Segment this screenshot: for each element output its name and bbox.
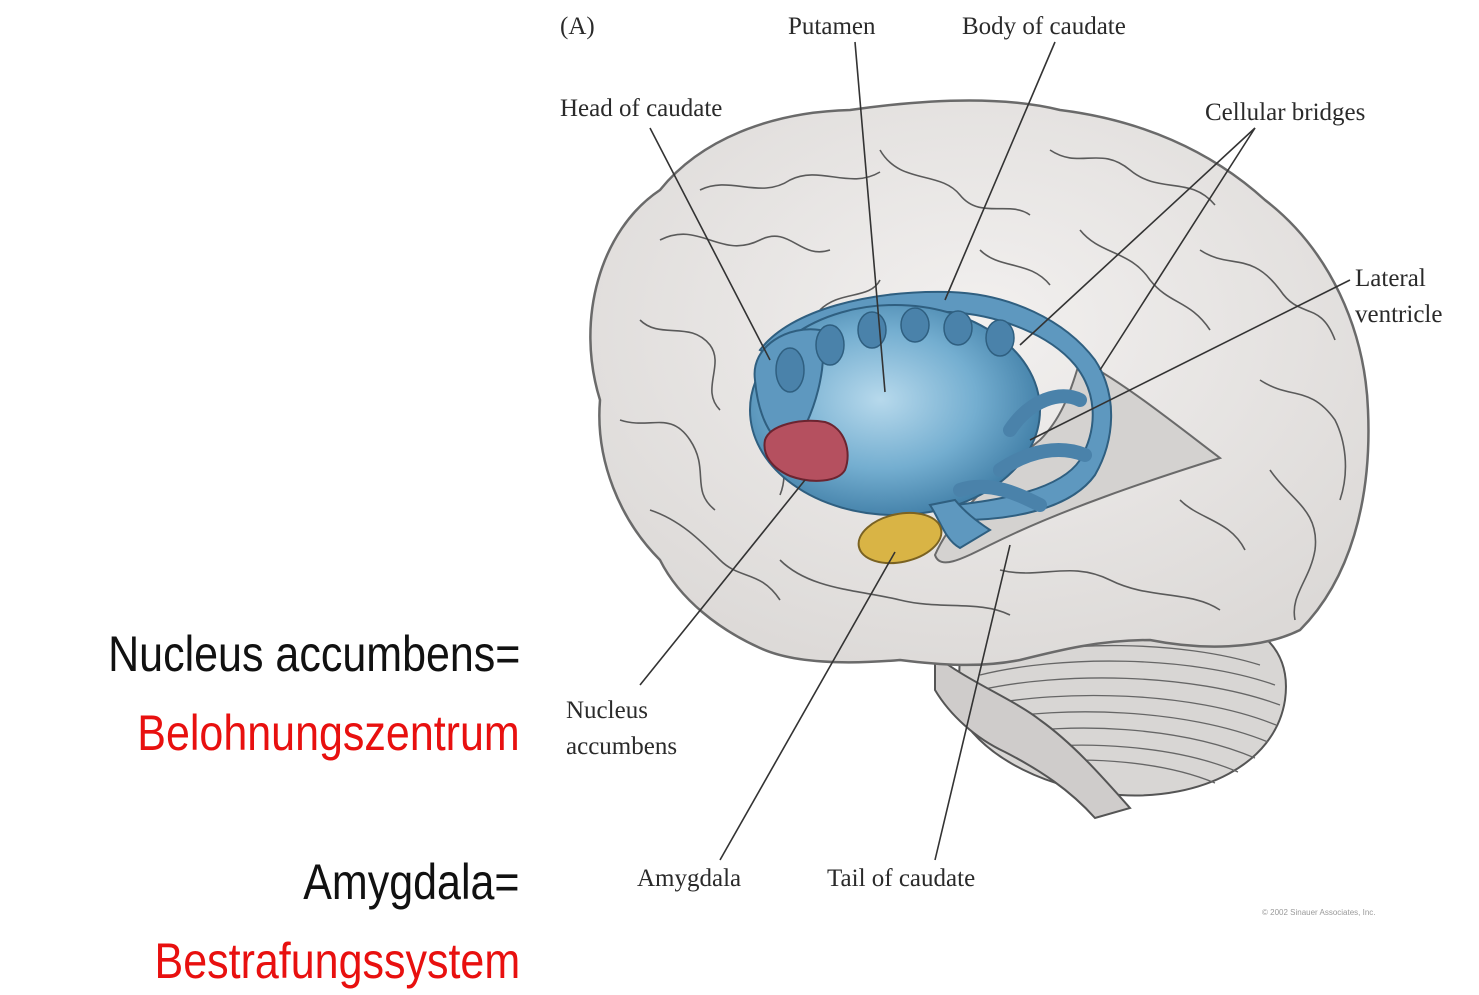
- label-accumbens: accumbens: [566, 733, 677, 760]
- label-cellular-bridges: Cellular bridges: [1205, 99, 1365, 126]
- label-ventricle: ventricle: [1355, 301, 1442, 328]
- label-nucleus: Nucleus: [566, 697, 648, 724]
- copyright-notice: © 2002 Sinauer Associates, Inc.: [1262, 908, 1376, 917]
- label-head-of-caudate: Head of caudate: [560, 95, 722, 122]
- label-body-of-caudate: Body of caudate: [962, 13, 1126, 40]
- label-lateral: Lateral: [1355, 265, 1426, 292]
- label-amygdala: Amygdala: [637, 865, 741, 892]
- label-tail-of-caudate: Tail of caudate: [827, 865, 975, 892]
- panel-letter: (A): [560, 13, 595, 40]
- label-putamen: Putamen: [788, 13, 876, 40]
